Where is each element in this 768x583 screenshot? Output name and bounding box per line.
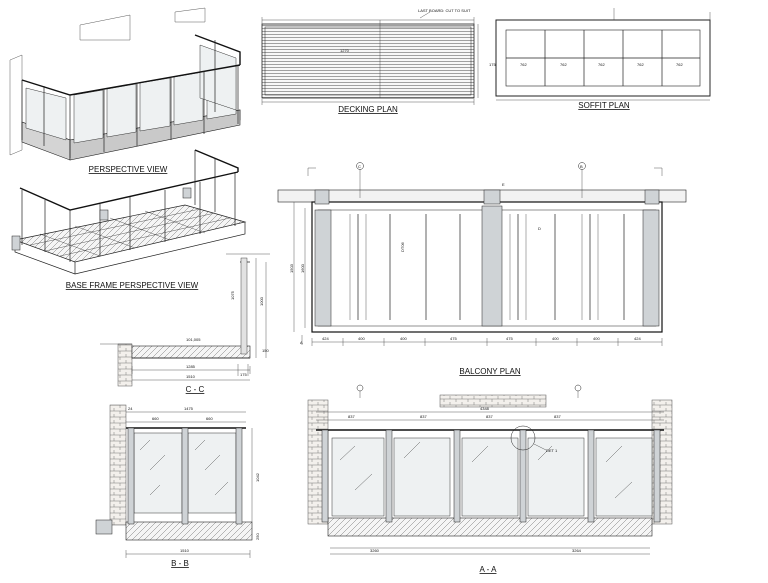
cc-dim-1: 1285 [186, 364, 196, 369]
bb-dim-7: 24 [128, 406, 133, 411]
balcony-label: DT06 [400, 241, 405, 252]
soffit-panel-4: 762 [637, 62, 644, 67]
decking-note: LAST BOARD: CUT TO SUIT [418, 8, 471, 13]
base-frame-perspective [11, 149, 247, 275]
aa-dim-4: 837 [554, 414, 561, 419]
aa-callout: DET 1 [546, 448, 558, 453]
balcony-marker-e: E [502, 182, 505, 187]
balcony-plan [277, 162, 687, 346]
decking-width: 1270 [340, 48, 350, 53]
balcony-marker-d: D [538, 226, 541, 231]
cc-dim-4: 1000 [259, 296, 264, 306]
title-balcony: BALCONY PLAN [459, 367, 520, 376]
balcony-dim-5: 475 [506, 336, 513, 341]
bb-dim-6: 250 [255, 533, 260, 540]
bb-dim-5: 1042 [255, 472, 260, 482]
soffit-panel-3: 762 [598, 62, 605, 67]
bb-dim-1: 1475 [184, 406, 194, 411]
section-cc [100, 253, 270, 387]
balcony-dim-8: 424 [634, 336, 641, 341]
title-soffit: SOFFIT PLAN [578, 101, 630, 110]
balcony-marker-a: A [300, 340, 303, 345]
title-cc: C - C [186, 385, 205, 394]
aa-dim-total: 4348 [480, 406, 490, 411]
balcony-dim-2: 400 [358, 336, 365, 341]
cc-dim-3: 175 [240, 372, 247, 377]
cc-dim-5: 1075 [230, 290, 235, 300]
bb-dim-3: 660 [206, 416, 213, 421]
aa-dim-1: 837 [348, 414, 355, 419]
soffit-panel-5: 762 [676, 62, 683, 67]
soffit-panel-1: 762 [520, 62, 527, 67]
section-aa [307, 384, 673, 555]
soffit-plan [495, 8, 711, 101]
balcony-dim-3: 400 [400, 336, 407, 341]
title-aa: A - A [480, 565, 498, 574]
balcony-dim-6: 400 [552, 336, 559, 341]
soffit-side: 175 [489, 62, 496, 67]
title-base-frame: BASE FRAME PERSPECTIVE VIEW [66, 281, 199, 290]
balcony-marker-b: B [580, 164, 583, 169]
cc-dim-top: 101,005 [186, 337, 201, 342]
balcony-marker-c: C [358, 164, 361, 169]
aa-dim-6: 3264 [572, 548, 582, 553]
title-perspective: PERSPECTIVE VIEW [89, 165, 168, 174]
title-decking: DECKING PLAN [338, 105, 398, 114]
perspective-view [9, 7, 241, 161]
cc-dim-2: 1510 [186, 374, 196, 379]
cc-dim-6: 150 [262, 348, 269, 353]
aa-dim-2: 837 [420, 414, 427, 419]
bb-dim-4: 1510 [180, 548, 190, 553]
bb-dim-2: 660 [152, 416, 159, 421]
balcony-dim-4: 475 [450, 336, 457, 341]
balcony-left-dim-2: 1600 [300, 263, 305, 273]
balcony-dim-1: 424 [322, 336, 329, 341]
aa-dim-3: 837 [486, 414, 493, 419]
decking-plan [261, 11, 479, 105]
soffit-panel-2: 762 [560, 62, 567, 67]
aa-dim-5: 3260 [370, 548, 380, 553]
section-bb [95, 404, 253, 558]
title-bb: B - B [171, 559, 189, 568]
balcony-dim-7: 400 [593, 336, 600, 341]
balcony-left-dim-1: 1503 [289, 263, 294, 273]
